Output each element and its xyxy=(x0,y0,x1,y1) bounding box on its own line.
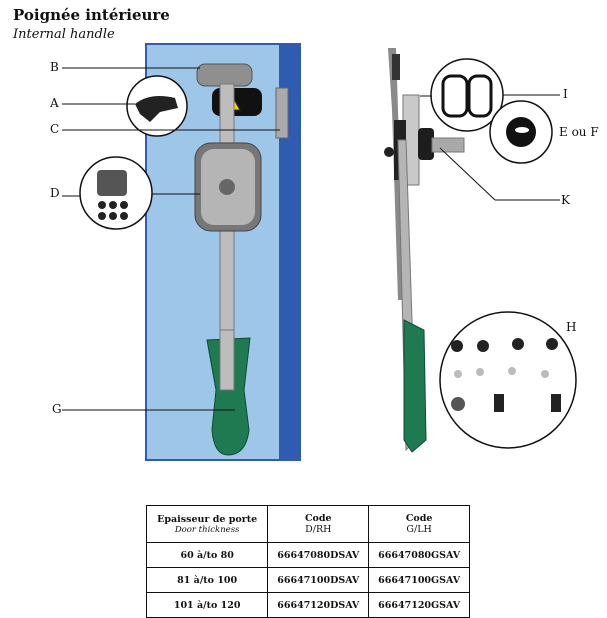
label-k: K xyxy=(561,193,570,207)
table-row: 81 à/to 100 66647100DSAV 66647100GSAV xyxy=(145,567,470,593)
codes-table: Epaisseur de porte Door thickness Code D… xyxy=(145,505,470,618)
table-row: 60 à/to 80 66647080DSAV 66647080GSAV xyxy=(145,542,470,568)
header-thickness-fr: Epaisseur de porte xyxy=(157,513,258,525)
label-c: C xyxy=(50,122,60,136)
header-thickness-en: Door thickness xyxy=(174,524,240,535)
cell-code-lh: 66647100GSAV xyxy=(368,567,470,593)
label-i: I xyxy=(563,87,568,101)
header-code-rh-sub: D/RH xyxy=(305,524,332,535)
page-title: Poignée intérieure xyxy=(13,6,170,24)
header-code-lh: Code G/LH xyxy=(368,505,470,543)
label-a: A xyxy=(50,96,59,110)
label-d: D xyxy=(50,186,60,200)
label-g: G xyxy=(52,402,62,416)
cell-code-lh: 66647120GSAV xyxy=(368,592,470,618)
page-subtitle: Internal handle xyxy=(13,27,115,42)
front-view-photo xyxy=(62,43,577,461)
header-code-lh-title: Code xyxy=(405,513,433,524)
cell-code-rh: 66647100DSAV xyxy=(267,567,370,593)
cell-thickness: 81 à/to 100 xyxy=(145,567,269,593)
cell-code-lh: 66647080GSAV xyxy=(368,542,470,568)
header-code-rh-title: Code xyxy=(304,513,332,524)
table-row: 101 à/to 120 66647120DSAV 66647120GSAV xyxy=(145,592,470,618)
header-code-lh-sub: G/LH xyxy=(406,524,432,535)
label-e-ou-f: E ou F xyxy=(559,125,599,139)
cell-thickness: 101 à/to 120 xyxy=(145,592,269,618)
header-thickness: Epaisseur de porte Door thickness xyxy=(145,505,269,543)
cell-thickness: 60 à/to 80 xyxy=(145,542,269,568)
header-code-rh: Code D/RH xyxy=(267,505,370,543)
label-b: B xyxy=(50,60,59,74)
cell-code-rh: 66647120DSAV xyxy=(267,592,370,618)
table-header-row: Epaisseur de porte Door thickness Code D… xyxy=(145,505,470,543)
cell-code-rh: 66647080DSAV xyxy=(267,542,370,568)
label-h: H xyxy=(566,320,577,334)
